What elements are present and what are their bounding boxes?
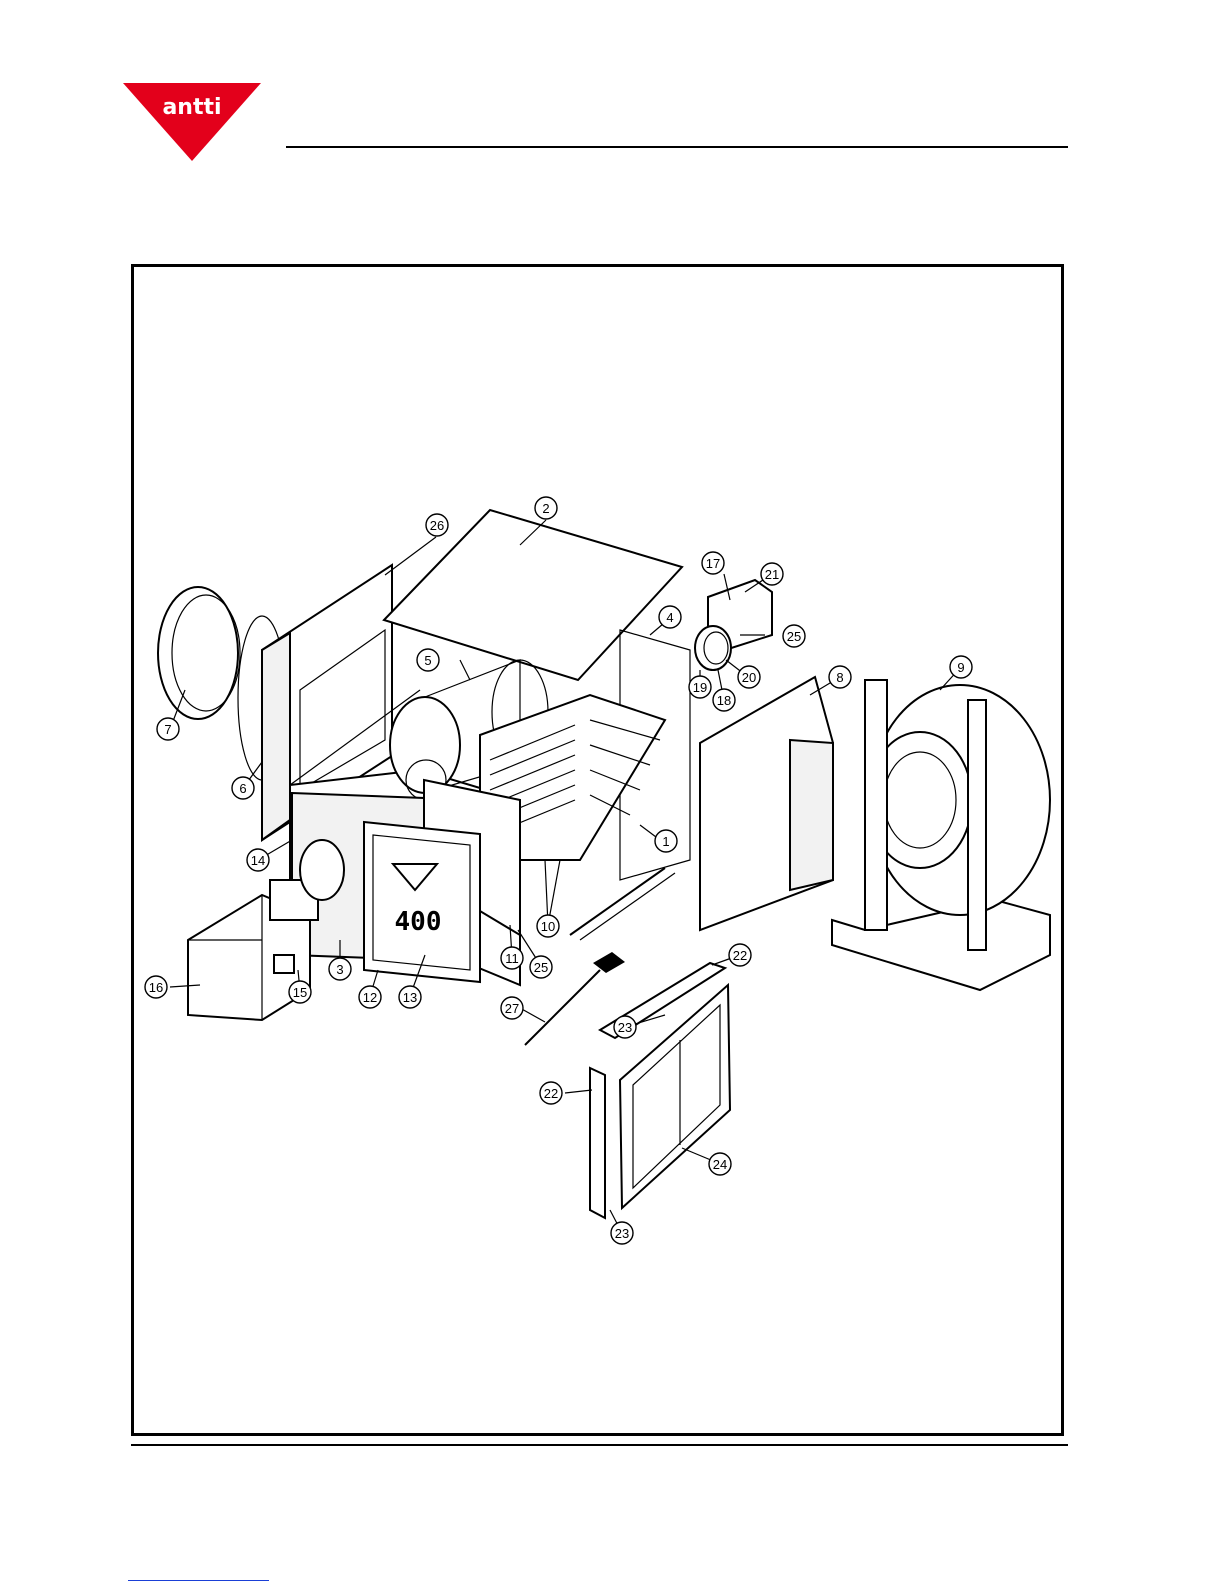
callout-14: 14 — [247, 849, 269, 871]
callout-20: 20 — [738, 666, 760, 688]
callout-25-bottom: 25 — [530, 956, 552, 978]
svg-text:21: 21 — [765, 567, 779, 582]
svg-text:10: 10 — [541, 919, 555, 934]
svg-text:9: 9 — [957, 660, 964, 675]
callout-12: 12 — [359, 986, 381, 1008]
callout-22-bottom: 22 — [540, 1082, 562, 1104]
callout-10: 10 — [537, 915, 559, 937]
callout-25-top: 25 — [783, 625, 805, 647]
svg-text:3: 3 — [336, 962, 343, 977]
callout-7: 7 — [157, 718, 179, 740]
callout-16: 16 — [145, 976, 167, 998]
svg-text:4: 4 — [666, 610, 673, 625]
svg-text:20: 20 — [742, 670, 756, 685]
svg-text:13: 13 — [403, 990, 417, 1005]
svg-text:12: 12 — [363, 990, 377, 1005]
callout-21: 21 — [761, 563, 783, 585]
svg-text:15: 15 — [293, 985, 307, 1000]
svg-text:5: 5 — [424, 653, 431, 668]
callout-13: 13 — [399, 986, 421, 1008]
svg-text:1: 1 — [662, 834, 669, 849]
callout-23-top: 23 — [614, 1016, 636, 1038]
svg-text:25: 25 — [787, 629, 801, 644]
svg-text:14: 14 — [251, 853, 265, 868]
svg-text:23: 23 — [615, 1226, 629, 1241]
svg-text:27: 27 — [505, 1001, 519, 1016]
svg-text:23: 23 — [618, 1020, 632, 1035]
footer-rule — [131, 1444, 1068, 1446]
callout-1: 1 — [655, 830, 677, 852]
callout-11: 11 — [501, 947, 523, 969]
part-fan — [832, 680, 1050, 990]
callout-26: 26 — [426, 514, 448, 536]
callout-5: 5 — [417, 649, 439, 671]
part-filter-frame — [590, 963, 730, 1218]
callout-15: 15 — [289, 981, 311, 1003]
nameplate-model: 400 — [395, 907, 442, 937]
svg-text:18: 18 — [717, 693, 731, 708]
callout-22-top: 22 — [729, 944, 751, 966]
callout-2: 2 — [535, 497, 557, 519]
svg-text:24: 24 — [713, 1157, 727, 1172]
part-flue-connector — [695, 580, 772, 670]
svg-text:16: 16 — [149, 980, 163, 995]
callout-8: 8 — [829, 666, 851, 688]
svg-text:17: 17 — [706, 556, 720, 571]
svg-text:2: 2 — [542, 501, 549, 516]
callout-18: 18 — [713, 689, 735, 711]
callout-19: 19 — [689, 676, 711, 698]
part-inspection-door: 400 — [364, 822, 480, 982]
part-transition-duct — [700, 677, 833, 930]
svg-text:7: 7 — [164, 722, 171, 737]
svg-text:26: 26 — [430, 518, 444, 533]
svg-text:22: 22 — [544, 1086, 558, 1101]
callout-24: 24 — [709, 1153, 731, 1175]
callout-9: 9 — [950, 656, 972, 678]
svg-text:19: 19 — [693, 680, 707, 695]
callout-27: 27 — [501, 997, 523, 1019]
svg-text:25: 25 — [534, 960, 548, 975]
svg-text:6: 6 — [239, 781, 246, 796]
callout-3: 3 — [329, 958, 351, 980]
svg-text:11: 11 — [505, 951, 519, 966]
callout-6: 6 — [232, 777, 254, 799]
svg-text:22: 22 — [733, 948, 747, 963]
callout-23-bottom: 23 — [611, 1222, 633, 1244]
callout-4: 4 — [659, 606, 681, 628]
footer-link-underline[interactable] — [128, 1580, 269, 1581]
callout-17: 17 — [702, 552, 724, 574]
svg-text:8: 8 — [836, 670, 843, 685]
